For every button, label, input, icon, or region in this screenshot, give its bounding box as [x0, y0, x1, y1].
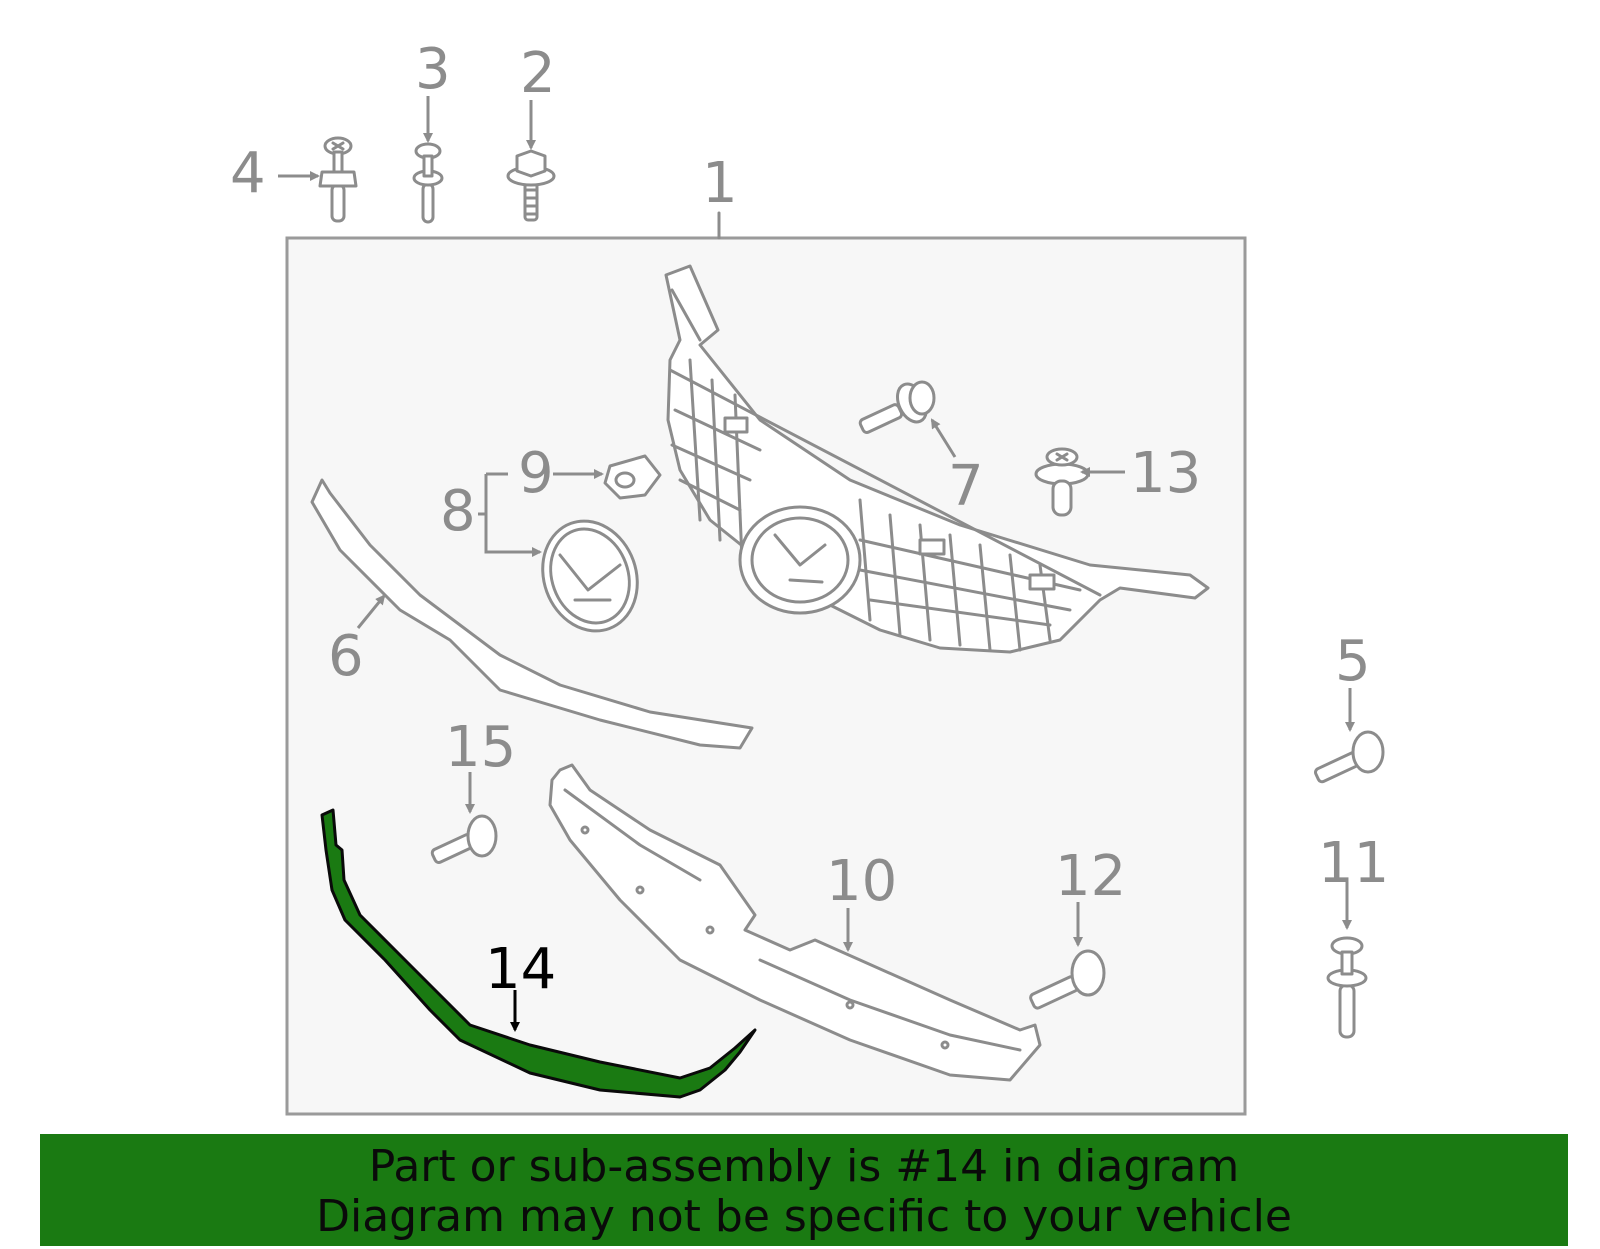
banner-line-1: Part or sub-assembly is #14 in diagram	[368, 1141, 1240, 1192]
callout-6-arrow	[356, 594, 386, 629]
callout-8-bracket	[478, 472, 540, 552]
callout-3: 3	[415, 37, 451, 102]
callout-1: 1	[702, 151, 738, 216]
part-12-bolt[interactable]	[1029, 949, 1106, 1010]
callout-12: 12	[1055, 844, 1126, 909]
callout-6: 6	[328, 624, 364, 689]
callout-7-arrow	[930, 418, 957, 458]
callout-11: 11	[1318, 831, 1389, 896]
banner-line-2: Diagram may not be specific to your vehi…	[316, 1191, 1292, 1242]
part-7-bolt[interactable]	[858, 379, 936, 434]
part-8-emblem[interactable]	[528, 508, 653, 645]
callout-10: 10	[826, 849, 897, 914]
part-3-pin[interactable]	[412, 142, 444, 224]
callout-13: 13	[1130, 441, 1201, 506]
callout-5: 5	[1335, 629, 1371, 694]
part-4-clip[interactable]	[318, 136, 358, 223]
callout-4: 4	[230, 141, 266, 206]
part-5-bolt[interactable]	[1314, 730, 1385, 784]
part-14-lower-molding-highlighted[interactable]	[320, 808, 757, 1099]
part-9-clip[interactable]	[603, 454, 662, 500]
part-10-lower-panel[interactable]	[548, 763, 1042, 1082]
info-banner: Part or sub-assembly is #14 in diagram D…	[40, 1134, 1568, 1246]
part-6-molding[interactable]	[310, 478, 754, 750]
part-1-grille[interactable]	[664, 264, 1210, 654]
callout-7: 7	[948, 454, 984, 519]
part-2-bolt[interactable]	[506, 149, 556, 222]
part-11-pin[interactable]	[1326, 936, 1368, 1039]
callout-2: 2	[520, 41, 556, 106]
callout-14-highlighted: 14	[485, 937, 556, 1002]
callout-15: 15	[445, 715, 516, 780]
part-15-bolt[interactable]	[430, 814, 498, 864]
callout-9: 9	[518, 441, 554, 506]
callout-8: 8	[440, 479, 476, 544]
